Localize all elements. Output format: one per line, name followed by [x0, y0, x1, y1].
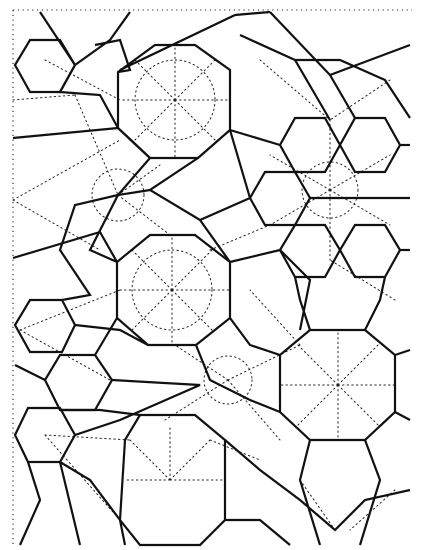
strap-18	[194, 344, 281, 414]
hexagon-right-3	[248, 170, 312, 227]
strap-23	[59, 461, 121, 521]
strap-22	[60, 408, 141, 417]
strap-28	[298, 439, 322, 546]
strap-13	[147, 157, 251, 222]
strap-20	[94, 317, 118, 356]
strap-10	[329, 43, 411, 77]
hexagon-top-left	[13, 38, 77, 94]
strap-4	[12, 126, 119, 140]
strap-12	[229, 128, 281, 147]
strap-32	[364, 276, 387, 331]
strap-19	[74, 323, 149, 346]
strap-27	[225, 518, 291, 546]
strap-15	[229, 248, 312, 331]
strap-21	[74, 378, 201, 437]
dotted-circle-center	[203, 355, 253, 405]
strap-6	[119, 14, 236, 71]
hexagon-right-5	[338, 223, 402, 279]
hexagon-right-1	[278, 116, 342, 174]
right-star-rays	[269, 119, 391, 261]
hexagon-left-lower	[43, 353, 114, 412]
middle-octagon-rays	[116, 234, 231, 346]
dotted-circle-right	[301, 161, 359, 219]
dotted-frame	[12, 9, 412, 545]
octagon-lower	[118, 413, 227, 547]
strap-7	[234, 10, 271, 17]
strap-16	[199, 219, 231, 263]
upper-octagon-rays	[119, 44, 231, 159]
dotted-circle-upper	[134, 59, 216, 141]
strap-33	[293, 276, 312, 331]
strap-1	[39, 11, 152, 302]
strap-29	[358, 439, 382, 546]
strap-30	[394, 411, 411, 421]
strap-24	[18, 461, 42, 546]
solid-pattern	[12, 10, 411, 547]
strap-25	[58, 461, 82, 546]
right-octagon-rays	[279, 329, 396, 441]
strap-11	[295, 58, 411, 119]
strap-31	[394, 348, 411, 357]
long-dotted-diagonals	[12, 59, 396, 531]
strap-8	[239, 33, 331, 121]
dotted-circle-left	[91, 168, 145, 222]
strap-38	[228, 129, 252, 199]
strap-40	[118, 519, 127, 546]
strap-14	[88, 188, 151, 264]
lower-octagon-rays	[124, 424, 226, 481]
strap-2	[74, 11, 131, 66]
hexagon-right-2	[338, 116, 402, 174]
strap-17	[229, 317, 281, 357]
strap-26	[224, 439, 411, 532]
strap-3	[94, 38, 132, 74]
hexagon-right-4	[278, 223, 342, 279]
strap-9	[269, 11, 356, 119]
construction-lines	[12, 44, 396, 531]
dotted-circle-middle	[131, 249, 213, 331]
strap-39	[14, 364, 46, 381]
